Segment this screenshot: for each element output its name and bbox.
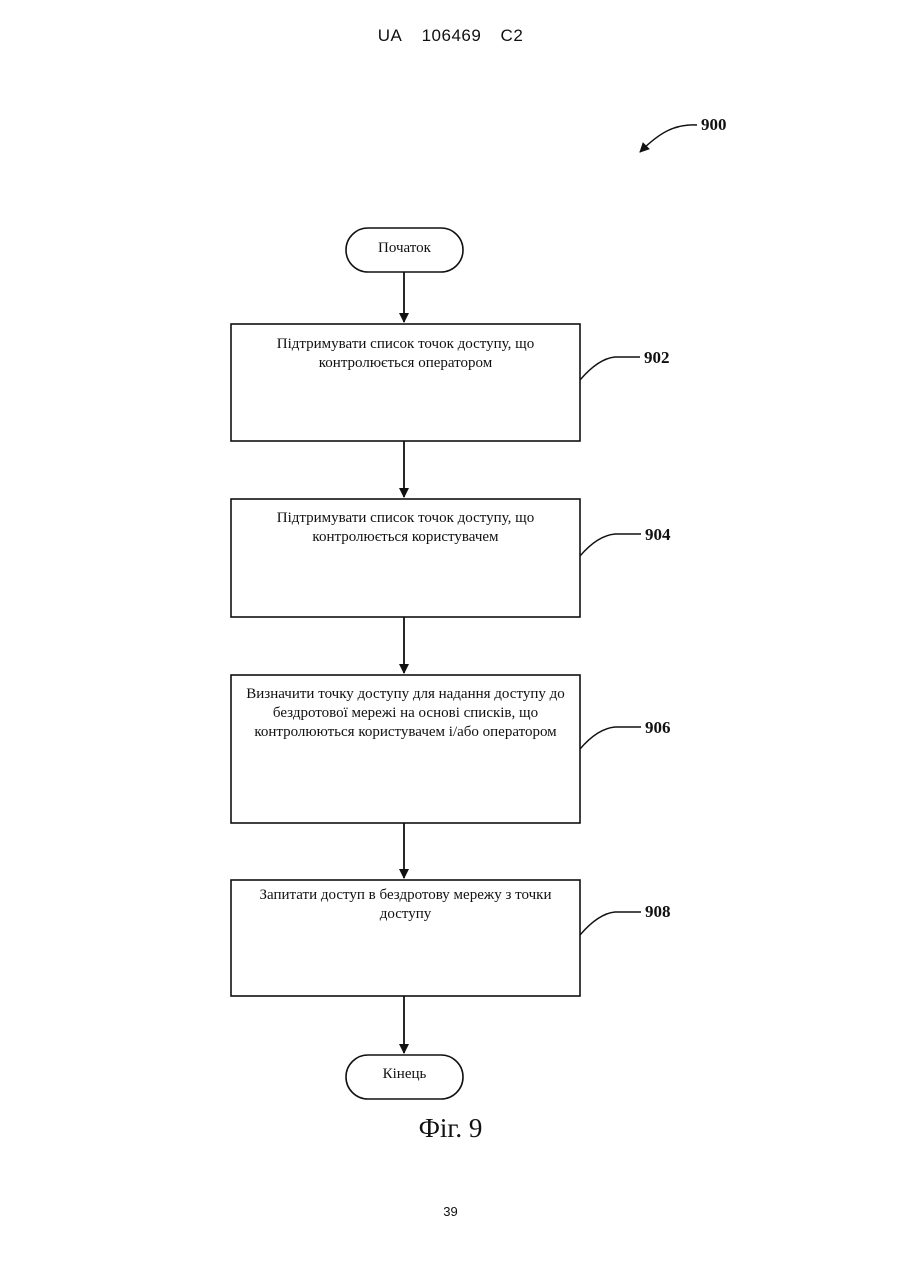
end-label: Кінець: [346, 1064, 463, 1084]
step-906-text: Визначити точку доступу для надання дост…: [240, 685, 571, 742]
figure-ref-number: 900: [701, 115, 727, 135]
step-908-text: Запитати доступ в бездротову мережу з то…: [240, 886, 571, 924]
step-904-ref: 904: [645, 525, 671, 545]
step-904-text: Підтримувати список точок доступу, що ко…: [252, 509, 559, 547]
leader-line-904: [580, 534, 641, 556]
figure-caption: Фіг. 9: [0, 1113, 901, 1144]
page-number: 39: [0, 1204, 901, 1219]
step-908-ref: 908: [645, 902, 671, 922]
leader-line-902: [580, 357, 640, 380]
step-902-ref: 902: [644, 348, 670, 368]
leader-line-908: [580, 912, 641, 935]
step-906-ref: 906: [645, 718, 671, 738]
leader-line-906: [580, 727, 641, 749]
start-label: Початок: [346, 238, 463, 258]
step-902-text: Підтримувати список точок доступу, що ко…: [252, 335, 559, 373]
figure-ref-pointer: [640, 125, 697, 152]
